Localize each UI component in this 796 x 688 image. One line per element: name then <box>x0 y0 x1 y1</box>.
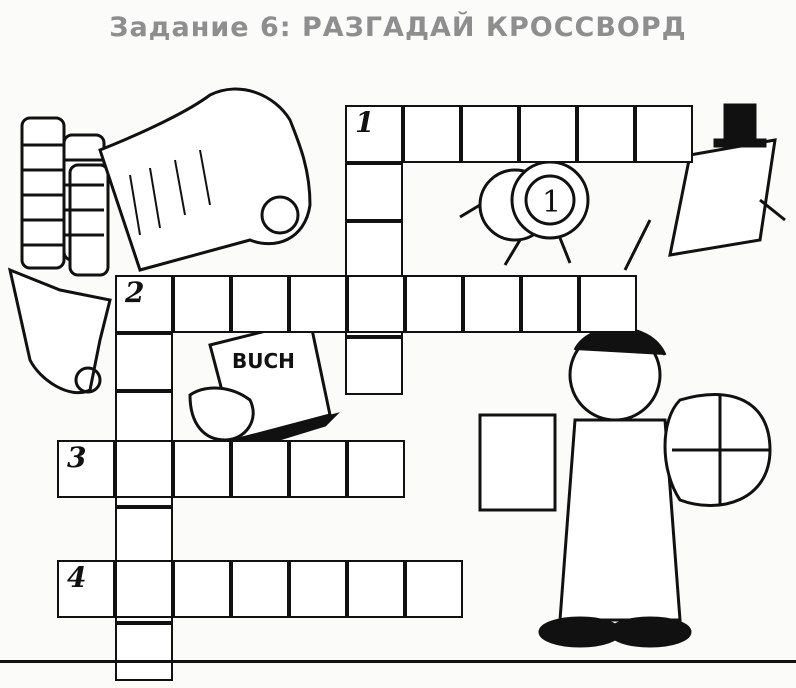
crossword-cell[interactable] <box>289 560 347 618</box>
clue-number: 1 <box>355 106 375 139</box>
crossword-cell[interactable] <box>345 163 403 221</box>
crossword-cell[interactable] <box>405 560 463 618</box>
coin-character-icon: 1 <box>459 160 590 266</box>
crossword-cell[interactable] <box>115 440 173 498</box>
boy-with-gifts-icon <box>478 326 772 648</box>
crossword-cell[interactable] <box>635 105 693 163</box>
crossword-cell[interactable] <box>345 221 403 279</box>
svg-text:1: 1 <box>542 185 561 220</box>
crossword-cell[interactable] <box>231 275 289 333</box>
crossword-cell[interactable] <box>289 275 347 333</box>
coin-stacks-icon <box>20 116 110 277</box>
crossword-cell[interactable] <box>463 275 521 333</box>
crossword-cell[interactable] <box>173 275 231 333</box>
crossword-cell[interactable] <box>115 623 173 681</box>
crossword-cell[interactable] <box>345 337 403 395</box>
crossword-cell[interactable] <box>521 275 579 333</box>
crossword-cell[interactable] <box>289 440 347 498</box>
crossword-cell[interactable] <box>405 275 463 333</box>
paper-ribbon-icon <box>7 267 112 395</box>
crossword-cell[interactable] <box>347 440 405 498</box>
book-label: BUCH <box>232 349 295 373</box>
crossword-cell[interactable] <box>173 440 231 498</box>
crossword-cell[interactable]: 2 <box>115 275 173 333</box>
crossword-cell[interactable] <box>519 105 577 163</box>
crossword-cell[interactable] <box>173 560 231 618</box>
scroll-icon <box>98 87 312 272</box>
crossword-cell[interactable] <box>347 275 405 333</box>
bottom-rule <box>0 660 796 663</box>
crossword-cell[interactable] <box>579 275 637 333</box>
clue-number: 2 <box>125 276 145 309</box>
crossword-cell[interactable] <box>231 560 289 618</box>
book-in-hand-icon: BUCH <box>188 318 340 450</box>
banknote-character-icon <box>623 103 786 271</box>
crossword-cell[interactable]: 3 <box>57 440 115 498</box>
crossword-cell[interactable] <box>403 105 461 163</box>
crossword-cell[interactable]: 4 <box>57 560 115 618</box>
clue-number: 3 <box>67 441 87 474</box>
clue-number: 4 <box>67 561 87 594</box>
crossword-cell[interactable] <box>115 391 173 449</box>
crossword-cell[interactable] <box>231 440 289 498</box>
crossword-cell[interactable] <box>115 560 173 618</box>
crossword-cell[interactable] <box>115 507 173 565</box>
crossword-cell[interactable] <box>115 333 173 391</box>
crossword-cell[interactable] <box>461 105 519 163</box>
crossword-cell[interactable]: 1 <box>345 105 403 163</box>
crossword-cell[interactable] <box>347 560 405 618</box>
crossword-cell[interactable] <box>577 105 635 163</box>
page-title: Задание 6: РАЗГАДАЙ КРОССВОРД <box>109 12 687 43</box>
